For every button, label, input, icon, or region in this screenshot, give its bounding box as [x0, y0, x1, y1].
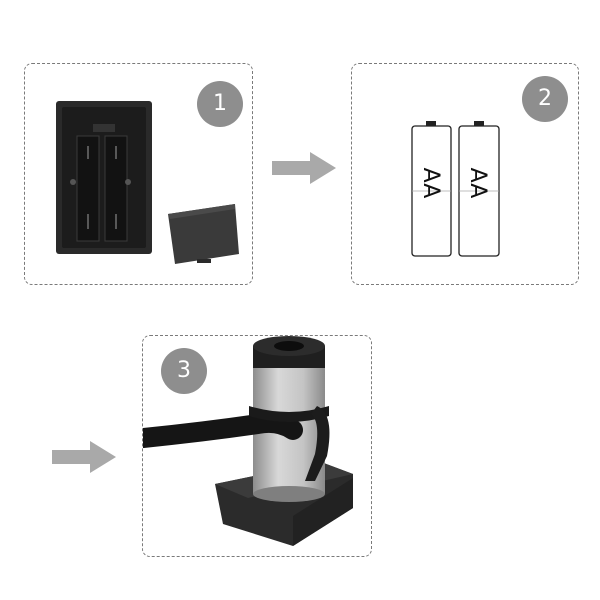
battery-1-label: AA — [418, 168, 443, 199]
remote-battery-compartment-icon — [56, 101, 239, 264]
battery-2-label: AA — [465, 168, 490, 199]
step-2-badge: 2 — [522, 76, 568, 122]
step-3-badge: 3 — [161, 348, 207, 394]
right-arrow-icon — [52, 441, 116, 473]
step-3-panel: 3 — [142, 335, 372, 557]
right-arrow-icon — [272, 152, 336, 184]
aa-battery-icon: AA AA — [411, 121, 500, 257]
smoking-gun-stand-icon — [143, 336, 353, 546]
step-1-badge: 1 — [197, 81, 243, 127]
step-1-panel: 1 — [24, 63, 253, 285]
step-2-panel: AA AA 2 — [351, 63, 579, 285]
